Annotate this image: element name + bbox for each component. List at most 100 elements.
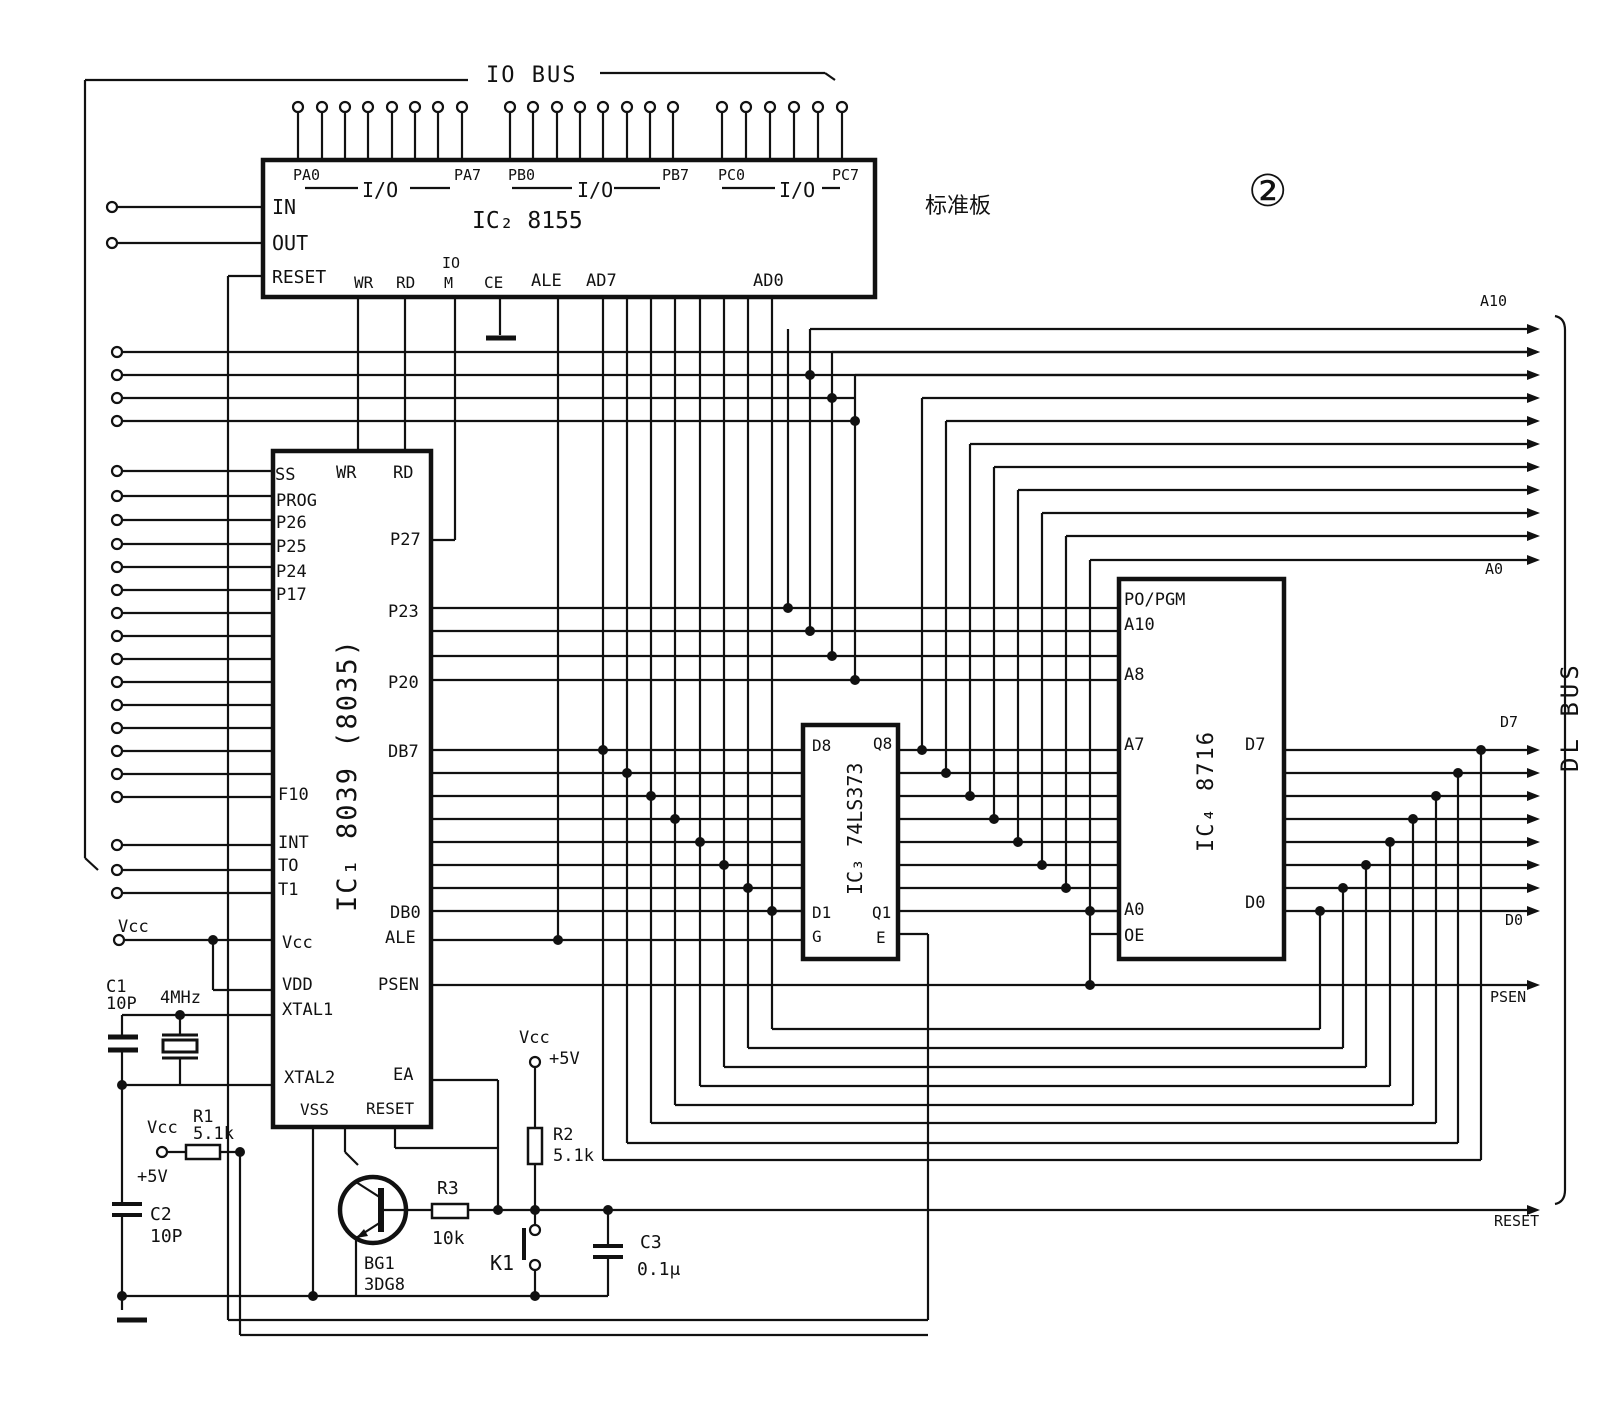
address-bus-arrow <box>1527 555 1540 565</box>
ic1-p24-label: P24 <box>276 562 307 582</box>
ic2-port-terminal <box>526 100 540 114</box>
ic1-terminal <box>110 838 124 852</box>
ic4-a7-label: A7 <box>1124 735 1144 755</box>
r1-label: R1 <box>193 1107 213 1127</box>
junction-dot <box>767 906 777 916</box>
ic1-vss-label: VSS <box>300 1100 329 1119</box>
ic1-p20-label: P20 <box>388 673 419 693</box>
junction-dot <box>1385 837 1395 847</box>
ic1-terminal <box>110 721 124 735</box>
bus-psen-label: PSEN <box>1490 988 1526 1006</box>
ic2-pa0-label: PA0 <box>293 166 320 184</box>
junction-dot <box>493 1205 503 1215</box>
ic3-e-label: E <box>876 928 886 947</box>
figure-number: ② <box>1248 166 1287 217</box>
ic1-terminal <box>110 560 124 574</box>
plus5v-left-label: +5V <box>137 1167 168 1187</box>
vcc-r2-terminal <box>528 1055 542 1069</box>
ic1-t0-label: TO <box>278 856 298 876</box>
junction-dot <box>1085 906 1095 916</box>
resistor-r3 <box>430 1202 470 1220</box>
ic3-title: IC₃ 74LS373 <box>843 763 867 895</box>
c3-label: C3 <box>640 1232 662 1253</box>
ic2-port-terminal <box>385 100 399 114</box>
junction-dot <box>1476 745 1486 755</box>
junction-dot <box>805 370 815 380</box>
ic1-terminal <box>110 606 124 620</box>
ic1-terminal <box>110 675 124 689</box>
dl-bus-data-arrow <box>1527 768 1540 778</box>
ic2-pc0-label: PC0 <box>718 166 745 184</box>
ic1-terminal <box>110 391 124 405</box>
ic2-port-terminal <box>596 100 610 114</box>
junction-dot <box>941 768 951 778</box>
dl-bus-data-arrow <box>1527 837 1540 847</box>
ic1-rd-label: RD <box>393 463 413 483</box>
junction-dot <box>553 935 563 945</box>
arrow-head <box>1527 324 1540 334</box>
ic2-out-label: OUT <box>272 231 308 255</box>
k1-label: K1 <box>490 1251 514 1275</box>
ic2-ce-label: CE <box>484 273 503 292</box>
ic2-port-terminal <box>338 100 352 114</box>
ic1-title: IC₁ 8039 (8035) <box>332 638 363 912</box>
ic1-xtal2-label: XTAL2 <box>284 1068 335 1088</box>
bus-a10-label: A10 <box>1480 292 1507 310</box>
ic2-pa7-label: PA7 <box>454 166 481 184</box>
ic3-d8-label: D8 <box>812 736 831 755</box>
ic1-terminal <box>110 698 124 712</box>
ic3-g-label: G <box>812 927 822 946</box>
ic2-io-label-b: I/O <box>577 178 613 202</box>
wires <box>83 71 1532 1337</box>
junction-dot <box>670 814 680 824</box>
junction-dot <box>783 603 793 613</box>
ic1-terminal <box>110 513 124 527</box>
ic1-8039-chip <box>270 448 434 1130</box>
ic1-terminal <box>110 629 124 643</box>
ic2-port-terminal <box>503 100 517 114</box>
io-bus-frame-wire <box>84 857 99 871</box>
address-bus-arrow <box>1527 393 1540 403</box>
address-bus-arrow <box>1527 439 1540 449</box>
ic2-port-terminal <box>431 100 445 114</box>
ic4-a8-label: A8 <box>1124 665 1144 685</box>
address-bus-arrow <box>1527 462 1540 472</box>
dl-bus-data-arrow <box>1527 883 1540 893</box>
c3-value: 0.1μ <box>637 1259 681 1280</box>
junction-dot <box>117 1080 127 1090</box>
ic4-8716-chip <box>1116 576 1287 962</box>
junction-dot <box>1453 768 1463 778</box>
ic2-port-terminal <box>455 100 469 114</box>
ic1-wr-label: WR <box>336 463 357 483</box>
bus-d0-label: D0 <box>1505 911 1523 929</box>
ic2-port-terminal <box>291 100 305 114</box>
junction-dot <box>1037 860 1047 870</box>
junction-dot <box>719 860 729 870</box>
ic2-io-m-top-label: IO <box>442 254 460 272</box>
dl-bus-data-arrow <box>1527 791 1540 801</box>
ic3-d1-label: D1 <box>812 903 831 922</box>
junction-dot <box>235 1147 245 1157</box>
ic2-port-terminal <box>666 100 680 114</box>
ic2-port-terminal <box>835 100 849 114</box>
ic1-terminal <box>110 368 124 382</box>
capacitor-c3 <box>593 1244 623 1259</box>
ic1-p17-label: P17 <box>276 585 307 605</box>
ic1-db7-label: DB7 <box>388 742 419 762</box>
junction-dot <box>965 791 975 801</box>
junction-dot <box>805 626 815 636</box>
ic1-p27-label: P27 <box>390 530 421 550</box>
vcc-r1-terminal <box>155 1145 169 1159</box>
ic2-io-label-a: I/O <box>362 178 398 202</box>
ic1-terminal <box>110 345 124 359</box>
ic1-terminal <box>110 744 124 758</box>
ic2-port-terminal <box>550 100 564 114</box>
ic2-reset-label: RESET <box>272 267 326 288</box>
ic2-in-terminal <box>105 200 119 214</box>
ic1-p23-label: P23 <box>388 602 419 622</box>
junction-dots <box>117 324 1540 1301</box>
ic2-title: IC₂ 8155 <box>472 208 583 234</box>
ic1-terminal <box>110 583 124 597</box>
ic2-port-terminal <box>408 100 422 114</box>
dl-bus-brace <box>1554 314 1567 1206</box>
